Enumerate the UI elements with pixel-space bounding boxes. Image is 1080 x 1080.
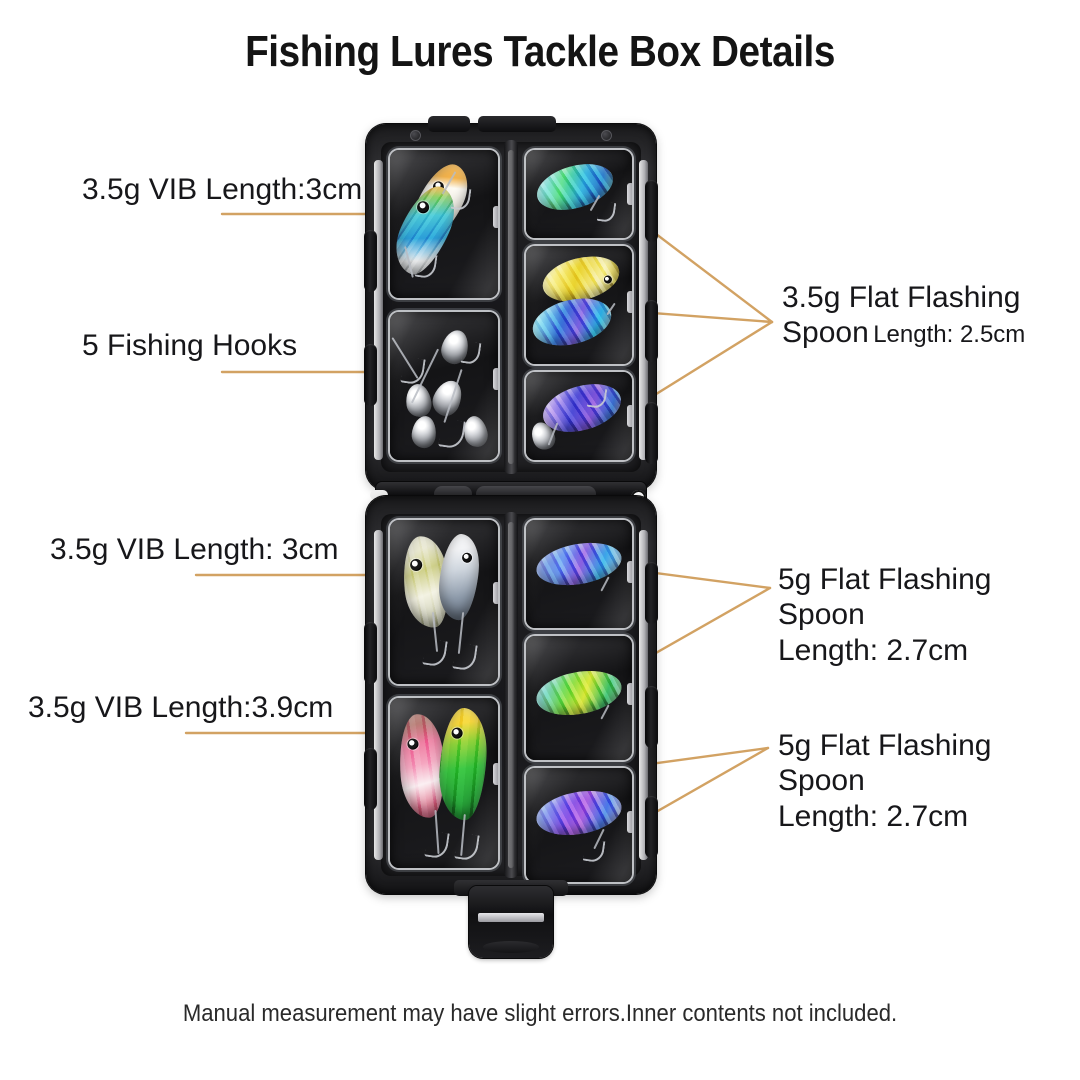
compartment-bottom-right-spoon-purple[interactable] (526, 768, 632, 882)
callout-spoon-5g-lower: 5g Flat Flashing Spoon Length: 2.7cm (778, 728, 1078, 834)
edge-strip-left-bottom (374, 530, 383, 860)
screw-top-left (410, 130, 421, 141)
callout-spoon-3-5g-line2: Spoon (782, 316, 869, 350)
compartment-clip (493, 582, 498, 605)
callout-vib-mid: 3.5g VIB Length: 3cm (50, 532, 339, 567)
callout-hooks: 5 Fishing Hooks (82, 328, 297, 363)
tackle-box (364, 116, 658, 958)
callout-spoon-5g-lower-line1: 5g Flat Flashing Spoon (778, 729, 992, 798)
compartment-clip (627, 290, 632, 313)
callout-spoon-3-5g-line1: 3.5g Flat Flashing (782, 281, 1021, 314)
callout-spoon-3-5g: 3.5g Flat Flashing Spoon Length: 2.5cm (782, 280, 1072, 351)
tackle-box-bottom-half (364, 496, 658, 894)
screw-top-right (601, 130, 612, 141)
compartment-clip (493, 368, 498, 391)
callout-spoon-5g-upper-line1: 5g Flat Flashing Spoon (778, 563, 992, 632)
lid-tab-left (428, 116, 470, 132)
compartment-clip (627, 811, 632, 834)
grip-left-bottom-1 (364, 622, 377, 684)
edge-strip-right-bottom (639, 530, 648, 860)
grip-left-top-1 (364, 230, 377, 292)
grip-right-top-2 (645, 300, 658, 362)
edge-strip-left-top (374, 160, 383, 460)
compartment-top-left-vib[interactable] (390, 150, 498, 298)
center-spine-top (504, 140, 518, 474)
compartment-clip (493, 762, 498, 785)
compartment-top-right-spoon-teal[interactable] (526, 150, 632, 238)
callout-spoon-5g-lower-line2: Length: 2.7cm (778, 799, 969, 833)
compartment-bottom-left-vib-upper[interactable] (390, 520, 498, 684)
jig-head-4 (410, 414, 438, 450)
lure-spoon-purple-2 (533, 784, 625, 842)
compartment-top-right-spoon-purple[interactable] (526, 372, 632, 460)
callout-hooks-text: 5 Fishing Hooks (82, 329, 298, 362)
compartment-bottom-right-spoon-blue[interactable] (526, 520, 632, 628)
compartment-bottom-right-spoon-green[interactable] (526, 636, 632, 760)
callout-vib-bottom: 3.5g VIB Length:3.9cm (28, 690, 333, 725)
grip-right-bottom-3 (645, 796, 658, 858)
jig-head-5 (461, 413, 490, 450)
disclaimer-note: Manual measurement may have slight error… (182, 1000, 898, 1027)
lid-tab-center (478, 116, 556, 132)
callout-vib-top-text: 3.5g VIB Length:3cm (82, 173, 363, 206)
compartment-clip (627, 683, 632, 706)
compartment-top-right-spoon-yellow-blue[interactable] (526, 246, 632, 364)
callout-spoon-5g-upper-line2: Length: 2.7cm (778, 633, 969, 667)
box-latch[interactable] (469, 886, 553, 958)
page-title: Fishing Lures Tackle Box Details (245, 27, 835, 76)
grip-right-bottom-2 (645, 686, 658, 748)
compartment-clip (627, 561, 632, 584)
callout-spoon-3-5g-length: Length: 2.5cm (873, 321, 1026, 349)
lure-spoon-blue-2 (533, 536, 625, 592)
compartment-bottom-left-vib-lower[interactable] (390, 698, 498, 868)
lure-vib-green (437, 706, 489, 822)
tackle-box-top-half (364, 116, 658, 490)
grip-right-top-1 (645, 180, 658, 242)
center-spine-bottom (504, 512, 518, 878)
compartment-top-left-hooks[interactable] (390, 312, 498, 460)
callout-vib-bottom-text: 3.5g VIB Length:3.9cm (28, 691, 334, 724)
callout-vib-top: 3.5g VIB Length:3cm (82, 172, 362, 207)
callout-spoon-5g-upper: 5g Flat Flashing Spoon Length: 2.7cm (778, 562, 1078, 668)
edge-strip-right-top (639, 160, 648, 460)
hinge-nub (370, 490, 388, 500)
latch-bar (478, 913, 544, 922)
grip-left-bottom-2 (364, 748, 377, 810)
lure-spoon-blue (527, 290, 617, 354)
compartment-clip (627, 183, 632, 206)
compartment-clip (493, 206, 498, 229)
grip-left-top-2 (364, 344, 377, 406)
lure-vib-grey (435, 532, 483, 622)
callout-vib-mid-text: 3.5g VIB Length: 3cm (50, 533, 339, 566)
latch-lip (483, 941, 539, 953)
grip-right-bottom-1 (645, 562, 658, 624)
grip-right-top-3 (645, 402, 658, 464)
compartment-clip (627, 405, 632, 428)
lure-spoon-green (533, 664, 625, 722)
